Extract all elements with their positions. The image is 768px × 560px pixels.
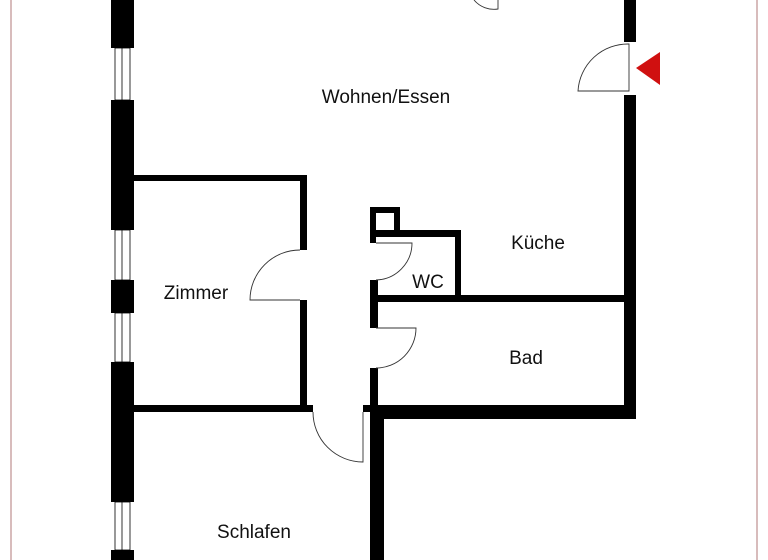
room-label-bad: Bad — [509, 348, 543, 369]
door-entrance — [577, 43, 630, 92]
wall — [111, 100, 134, 230]
wall — [370, 280, 378, 328]
walls — [111, 0, 636, 560]
door-bad — [375, 327, 417, 369]
wall — [111, 0, 134, 48]
room-label-wohnen: Wohnen/Essen — [322, 87, 451, 108]
wall — [134, 175, 307, 181]
wall — [394, 207, 400, 235]
door-top — [473, 0, 499, 10]
wall — [624, 0, 636, 42]
wall — [134, 405, 313, 412]
wall — [370, 207, 400, 213]
room-label-kueche: Küche — [511, 233, 565, 254]
doors — [249, 0, 630, 463]
room-label-zimmer: Zimmer — [164, 283, 229, 304]
wall — [300, 175, 307, 250]
wall — [370, 405, 384, 560]
wall — [300, 300, 307, 405]
wall — [111, 280, 134, 313]
wall — [370, 207, 376, 243]
wall — [376, 230, 461, 237]
door-zimmer — [249, 249, 301, 301]
entrance-triangle-icon — [636, 52, 660, 85]
windows — [114, 47, 131, 551]
wall — [111, 362, 134, 502]
wall — [111, 550, 134, 560]
wall — [624, 95, 636, 419]
room-label-schlafen: Schlafen — [217, 522, 291, 543]
wall — [370, 368, 378, 408]
room-label-wc: WC — [412, 272, 444, 293]
door-schlafen — [312, 411, 364, 463]
wall — [455, 230, 461, 298]
wall — [370, 295, 624, 302]
wall — [370, 405, 636, 419]
door-wc — [375, 242, 413, 281]
frame-border — [10, 0, 758, 560]
